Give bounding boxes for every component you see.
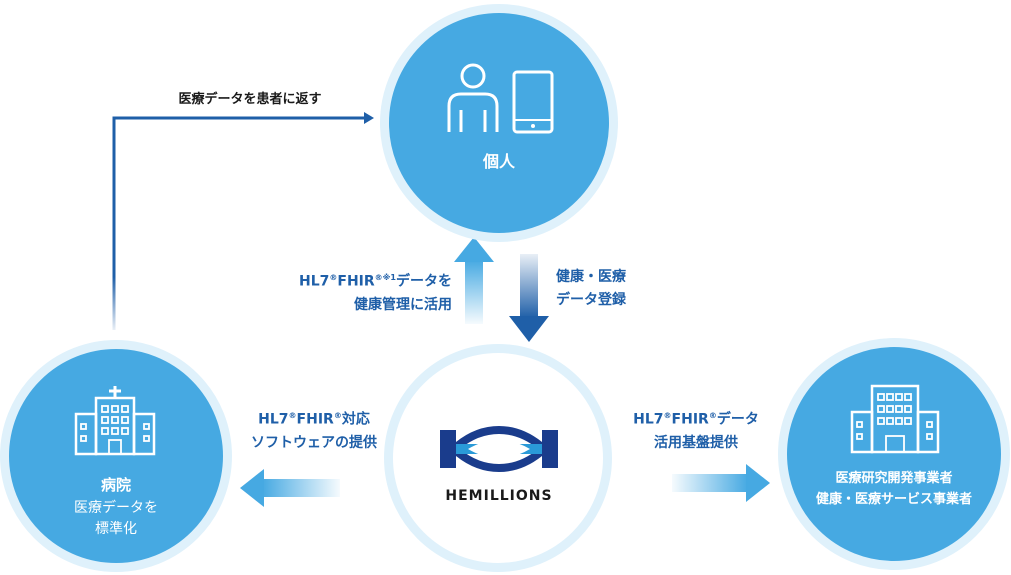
hospital-node — [0, 340, 232, 572]
hemillions-logo-icon — [440, 426, 558, 472]
office-building-icon — [850, 384, 940, 454]
business-node — [778, 338, 1010, 570]
right-arrow-label: HL7®FHIR®データ 活用基盤提供 — [633, 411, 759, 451]
up-arrow-label: HL7®FHIR®※1データを 健康管理に活用 — [298, 273, 452, 313]
hospital-title: 病院 — [100, 476, 131, 494]
hospital-desc: 医療データを 標準化 — [74, 500, 158, 537]
right-arrow — [672, 464, 770, 502]
down-arrow-label: 健康・医療 データ登録 — [556, 269, 626, 308]
individual-label: 個人 — [482, 152, 515, 171]
up-arrow — [454, 237, 494, 324]
left-arrow — [240, 469, 340, 507]
person-icon — [447, 63, 499, 132]
hospital-icon — [74, 386, 156, 456]
hemillions-logo-text: HEMILLIONS — [445, 488, 553, 504]
individual-node — [380, 4, 618, 242]
return-path-label: 医療データを患者に返す — [178, 92, 322, 107]
down-arrow — [509, 254, 549, 342]
smartphone-icon — [512, 70, 554, 134]
business-desc: 医療研究開発事業者 健康・医療サービス事業者 — [815, 471, 972, 507]
left-arrow-label: HL7®FHIR®対応 ソフトウェアの提供 — [251, 411, 377, 451]
